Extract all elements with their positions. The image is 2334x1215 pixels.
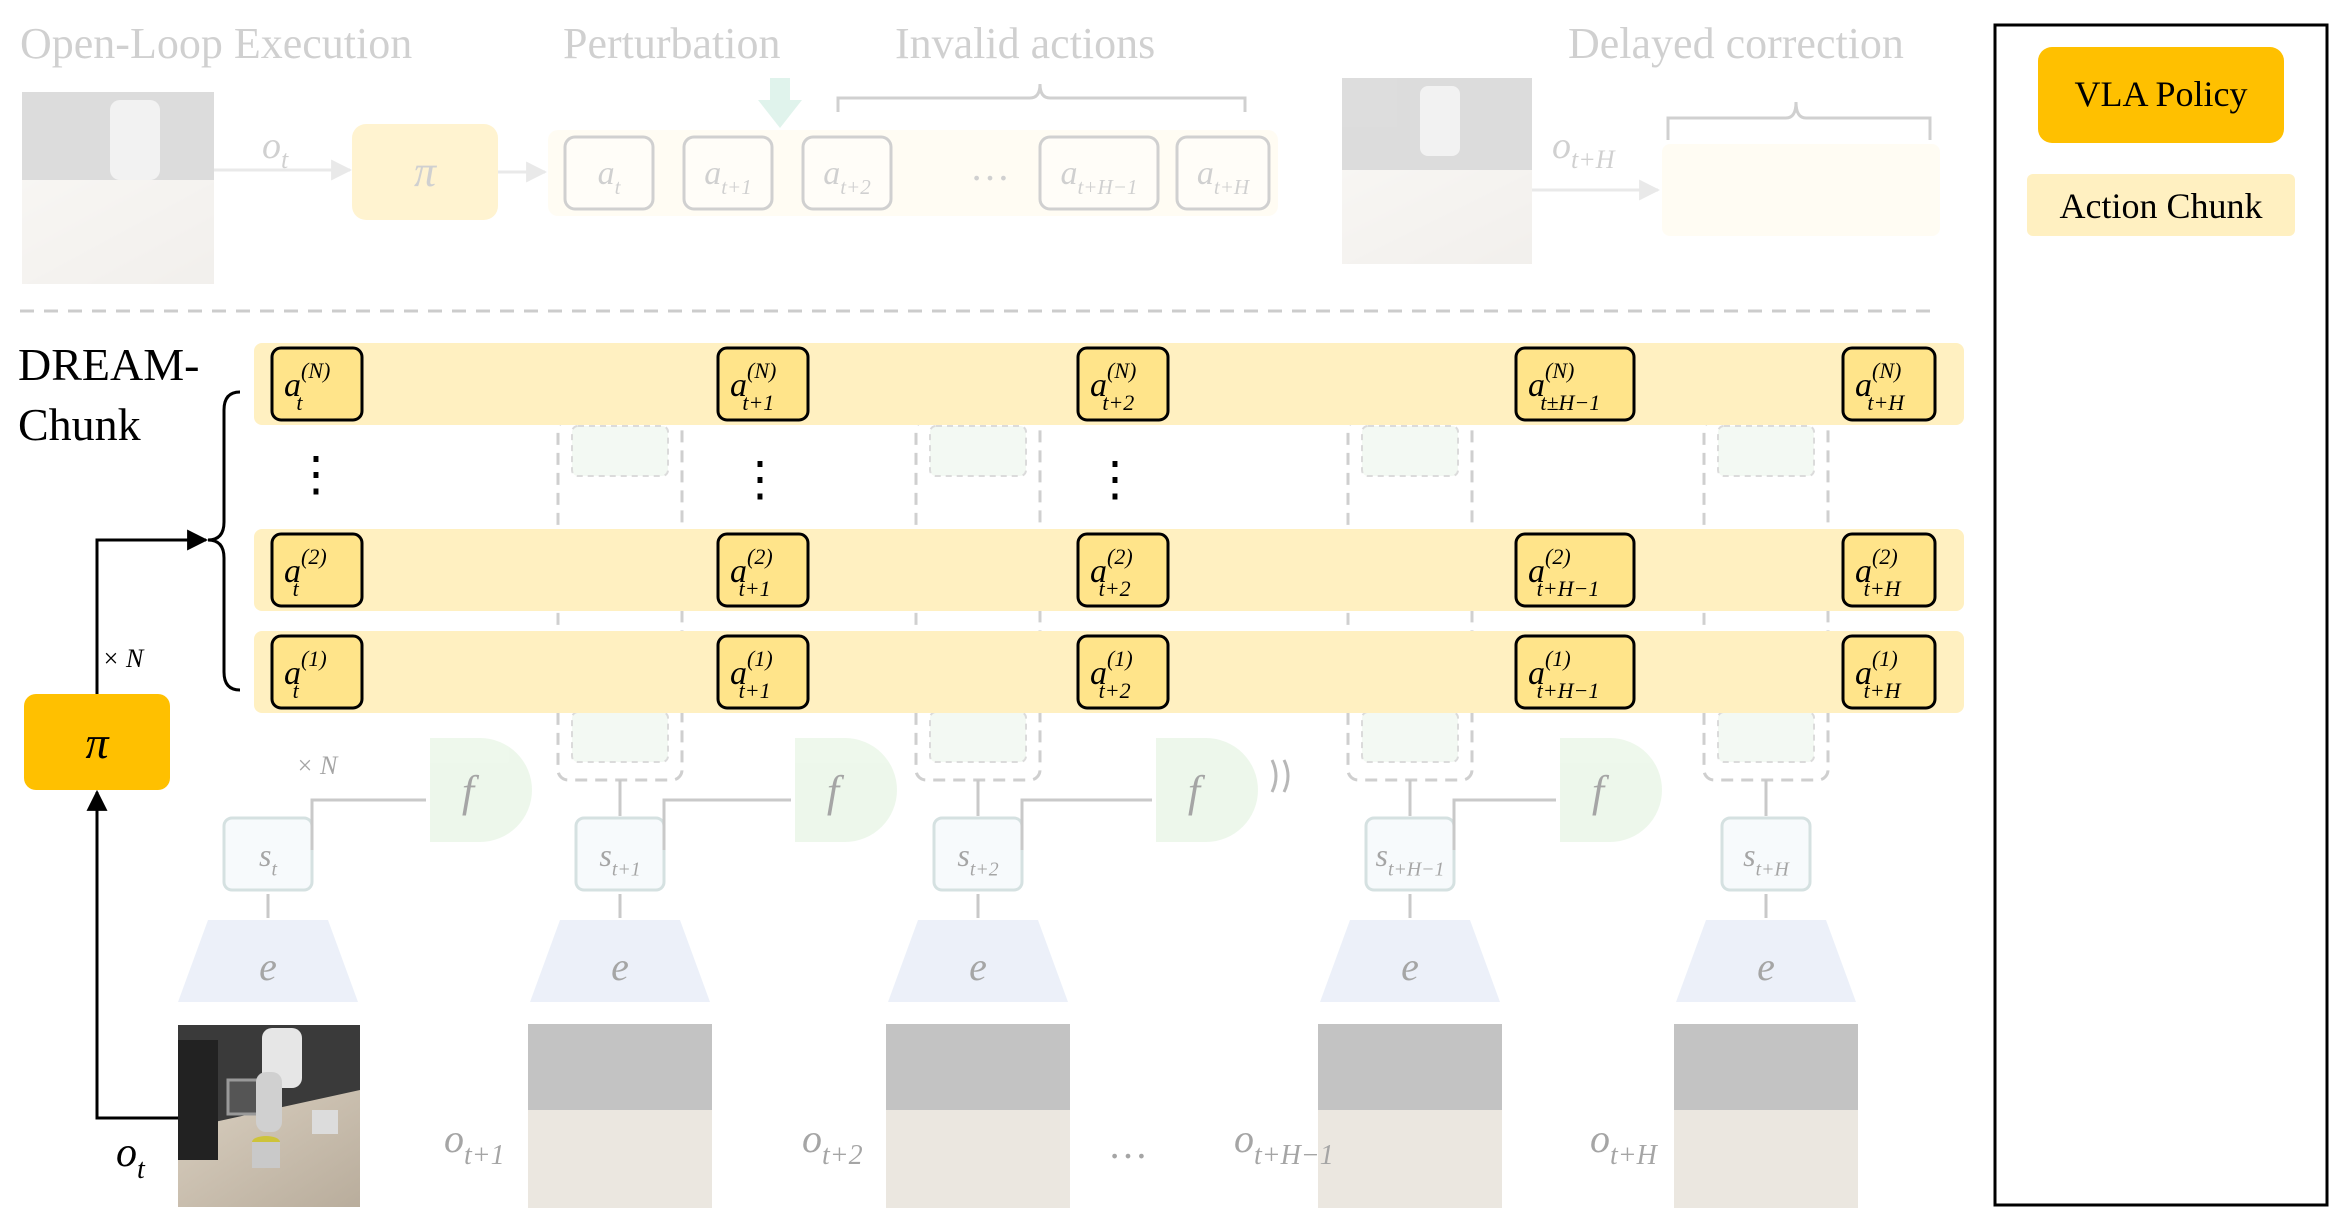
world-model-f (1156, 738, 1258, 842)
legend-action-chunk-label: Action Chunk (2060, 186, 2263, 226)
top-ellipsis: … (970, 144, 1010, 189)
predicted-state-n (1362, 426, 1458, 476)
encoder-label: e (1401, 944, 1419, 989)
perturbation-arrow (758, 78, 802, 128)
bg-ellipsis: … (1108, 1122, 1148, 1167)
invalid-actions-brace (838, 84, 1245, 112)
state-to-f-arrow (1022, 800, 1152, 850)
predicted-state-1 (1718, 712, 1814, 762)
legend-vla-policy-label: VLA Policy (2074, 74, 2247, 114)
encoder-label: e (611, 944, 629, 989)
future-obs-label: ot+2 (802, 1116, 863, 1171)
obs-image-top-h (1342, 78, 1532, 264)
break-mark (1272, 760, 1288, 792)
obs-label: ot (116, 1130, 146, 1185)
world-model-f (1560, 738, 1662, 842)
invalid-actions-title: Invalid actions (895, 19, 1155, 68)
obs-to-policy-arrow (97, 792, 178, 1118)
open-loop-title: Open-Loop Execution (20, 19, 412, 68)
encoder-label: e (259, 944, 277, 989)
policy-symbol: π (85, 717, 110, 768)
corrected-chunk-top (1662, 144, 1940, 236)
samples-brace (208, 392, 240, 690)
predicted-state-1 (572, 712, 668, 762)
predicted-state-1 (930, 712, 1026, 762)
action-chunk-row: a(N)ta(N)t+1a(N)t+2a(N)t±H−1a(N)t+H (254, 343, 1964, 425)
obs-label-top-h: ot+H (1552, 125, 1616, 174)
obs-image (178, 1025, 360, 1207)
vdots-col-3: ⋮ (1091, 453, 1139, 506)
vdots-col-1: ⋮ (292, 448, 340, 501)
state-to-f-arrow (664, 800, 791, 850)
open-loop-section: Open-Loop Execution Perturbation Invalid… (20, 19, 1940, 284)
state-to-f-arrow (1454, 800, 1556, 850)
dream-chunk-title-line2: Chunk (18, 399, 141, 450)
future-obs-label: ot+H (1590, 1116, 1659, 1171)
predicted-state-n (1718, 426, 1814, 476)
encoder-label: e (1757, 944, 1775, 989)
world-model-col-0: stef (178, 738, 532, 1002)
dream-chunk-title-line1: DREAM- (18, 339, 199, 390)
world-model-f (430, 738, 532, 842)
delayed-correction-brace (1668, 102, 1930, 140)
predicted-state-1 (1362, 712, 1458, 762)
delayed-correction-title: Delayed correction (1568, 19, 1904, 68)
encoder-label: e (969, 944, 987, 989)
repeat-label: × N (102, 644, 145, 673)
state-to-f-arrow (312, 800, 426, 850)
predicted-state-n (930, 426, 1026, 476)
bg-repeat-label: × N (296, 751, 339, 780)
obs-label-top: ot (262, 125, 289, 174)
future-obs-label: ot+1 (444, 1116, 505, 1171)
vdots-col-2: ⋮ (736, 453, 784, 506)
perturbation-title: Perturbation (563, 19, 781, 68)
action-chunk-top (548, 130, 1278, 216)
world-model-f (795, 738, 897, 842)
predicted-state-n (572, 426, 668, 476)
obs-image-top (22, 92, 214, 284)
policy-symbol-top: π (414, 147, 438, 196)
